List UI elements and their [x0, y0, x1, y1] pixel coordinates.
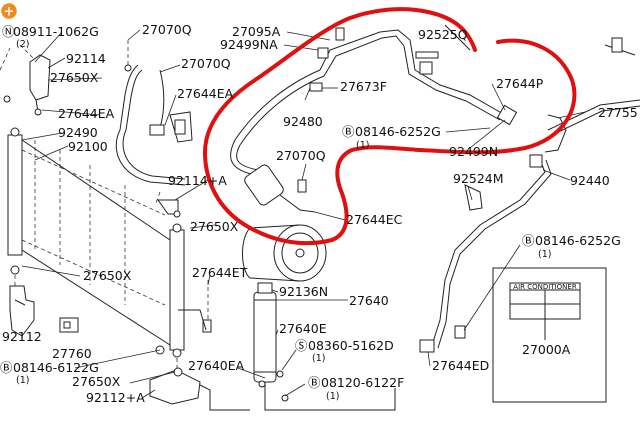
label-l06[interactable]: 92100 — [68, 139, 108, 154]
high-pressure-hose — [115, 40, 193, 186]
label-l34[interactable]: 08146-6122G — [13, 360, 99, 375]
label-l12[interactable]: 92525Q — [418, 27, 468, 42]
label-l23[interactable]: 92524M — [453, 171, 504, 186]
label-l29[interactable]: 08146-6252G — [535, 233, 621, 248]
label-l40[interactable]: 27000A — [522, 342, 571, 357]
ac-label-card: AIR CONDITIONER — [492, 267, 607, 403]
label-l20[interactable]: 92114+A — [168, 173, 227, 188]
label-l04[interactable]: 27644EA — [58, 106, 115, 121]
label-l37[interactable]: 27644ED — [432, 358, 489, 373]
label-l19[interactable]: 27070Q — [276, 148, 326, 163]
label-l29-qty: (1) — [538, 249, 551, 260]
label-l29-circle: Ⓑ — [522, 233, 535, 248]
label-l26[interactable]: 27644ET — [192, 265, 248, 280]
label-l28[interactable]: 27640 — [349, 293, 389, 308]
label-l38-circle: Ⓑ — [308, 375, 321, 390]
label-l22[interactable]: 27644EC — [346, 212, 403, 227]
label-l30[interactable]: 92112 — [2, 329, 42, 344]
label-l02[interactable]: 92114 — [66, 51, 106, 66]
label-l16[interactable]: 08146-6252G — [355, 124, 441, 139]
label-l01-circle: Ⓝ — [2, 24, 15, 39]
bracket-92112 — [9, 285, 35, 337]
label-l14[interactable]: 27644P — [496, 76, 544, 91]
label-l15[interactable]: 92480 — [283, 114, 323, 129]
label-l38[interactable]: 08120-6122F — [321, 375, 404, 390]
label-l05[interactable]: 92490 — [58, 125, 98, 140]
fasteners — [155, 191, 396, 411]
label-l13[interactable]: 27673F — [340, 79, 387, 94]
clip-27760 — [59, 317, 79, 333]
label-l07[interactable]: 27070Q — [142, 22, 192, 37]
label-l17[interactable]: 92499N — [449, 144, 498, 159]
svg-text:+: + — [4, 5, 15, 20]
label-l33-qty: (1) — [312, 353, 325, 364]
receiver-drier — [253, 282, 277, 400]
label-l38-qty: (1) — [326, 391, 339, 402]
zoom-in-icon[interactable]: + — [0, 1, 19, 21]
compressor — [242, 224, 327, 282]
label-l21[interactable]: 27650X — [190, 219, 239, 234]
label-l33-circle: Ⓢ — [295, 338, 308, 353]
label-l35[interactable]: 27650X — [72, 374, 121, 389]
condenser — [7, 127, 185, 372]
label-l36[interactable]: 27640EA — [188, 358, 245, 373]
label-l34-circle: Ⓑ — [0, 360, 13, 375]
label-l25[interactable]: 27650X — [83, 268, 132, 283]
label-l01-qty: (2) — [16, 39, 29, 50]
low-pressure-pipe — [230, 27, 518, 213]
label-l31[interactable]: 27640E — [279, 321, 327, 336]
right-pipes — [419, 24, 640, 353]
label-card-title: AIR CONDITIONER — [513, 283, 577, 291]
label-l09[interactable]: 27644EA — [177, 86, 234, 101]
label-l33[interactable]: 08360-5162D — [308, 338, 394, 353]
bracket-top-left — [0, 44, 51, 116]
label-l24[interactable]: 92440 — [570, 173, 610, 188]
label-l34-qty: (1) — [16, 375, 29, 386]
label-l32[interactable]: 27760 — [52, 346, 92, 361]
label-l03[interactable]: 27650X — [50, 70, 99, 85]
label-l10[interactable]: 27095A — [232, 24, 281, 39]
label-l16-qty: (1) — [356, 140, 369, 151]
leader-lines — [21, 29, 586, 399]
label-l01[interactable]: 08911-1062G — [13, 24, 99, 39]
part-labels: Ⓝ 08911-1062G (2) 92114 27650X 27644EA 9… — [0, 22, 638, 405]
red-highlight-outline — [202, 7, 577, 246]
label-l27[interactable]: 92136N — [279, 284, 328, 299]
label-l39[interactable]: 92112+A — [86, 390, 145, 405]
label-l18[interactable]: 27755 — [598, 105, 638, 120]
label-l16-circle: Ⓑ — [342, 124, 355, 139]
label-l08[interactable]: 27070Q — [181, 56, 231, 71]
label-l11[interactable]: 92499NA — [220, 37, 278, 52]
